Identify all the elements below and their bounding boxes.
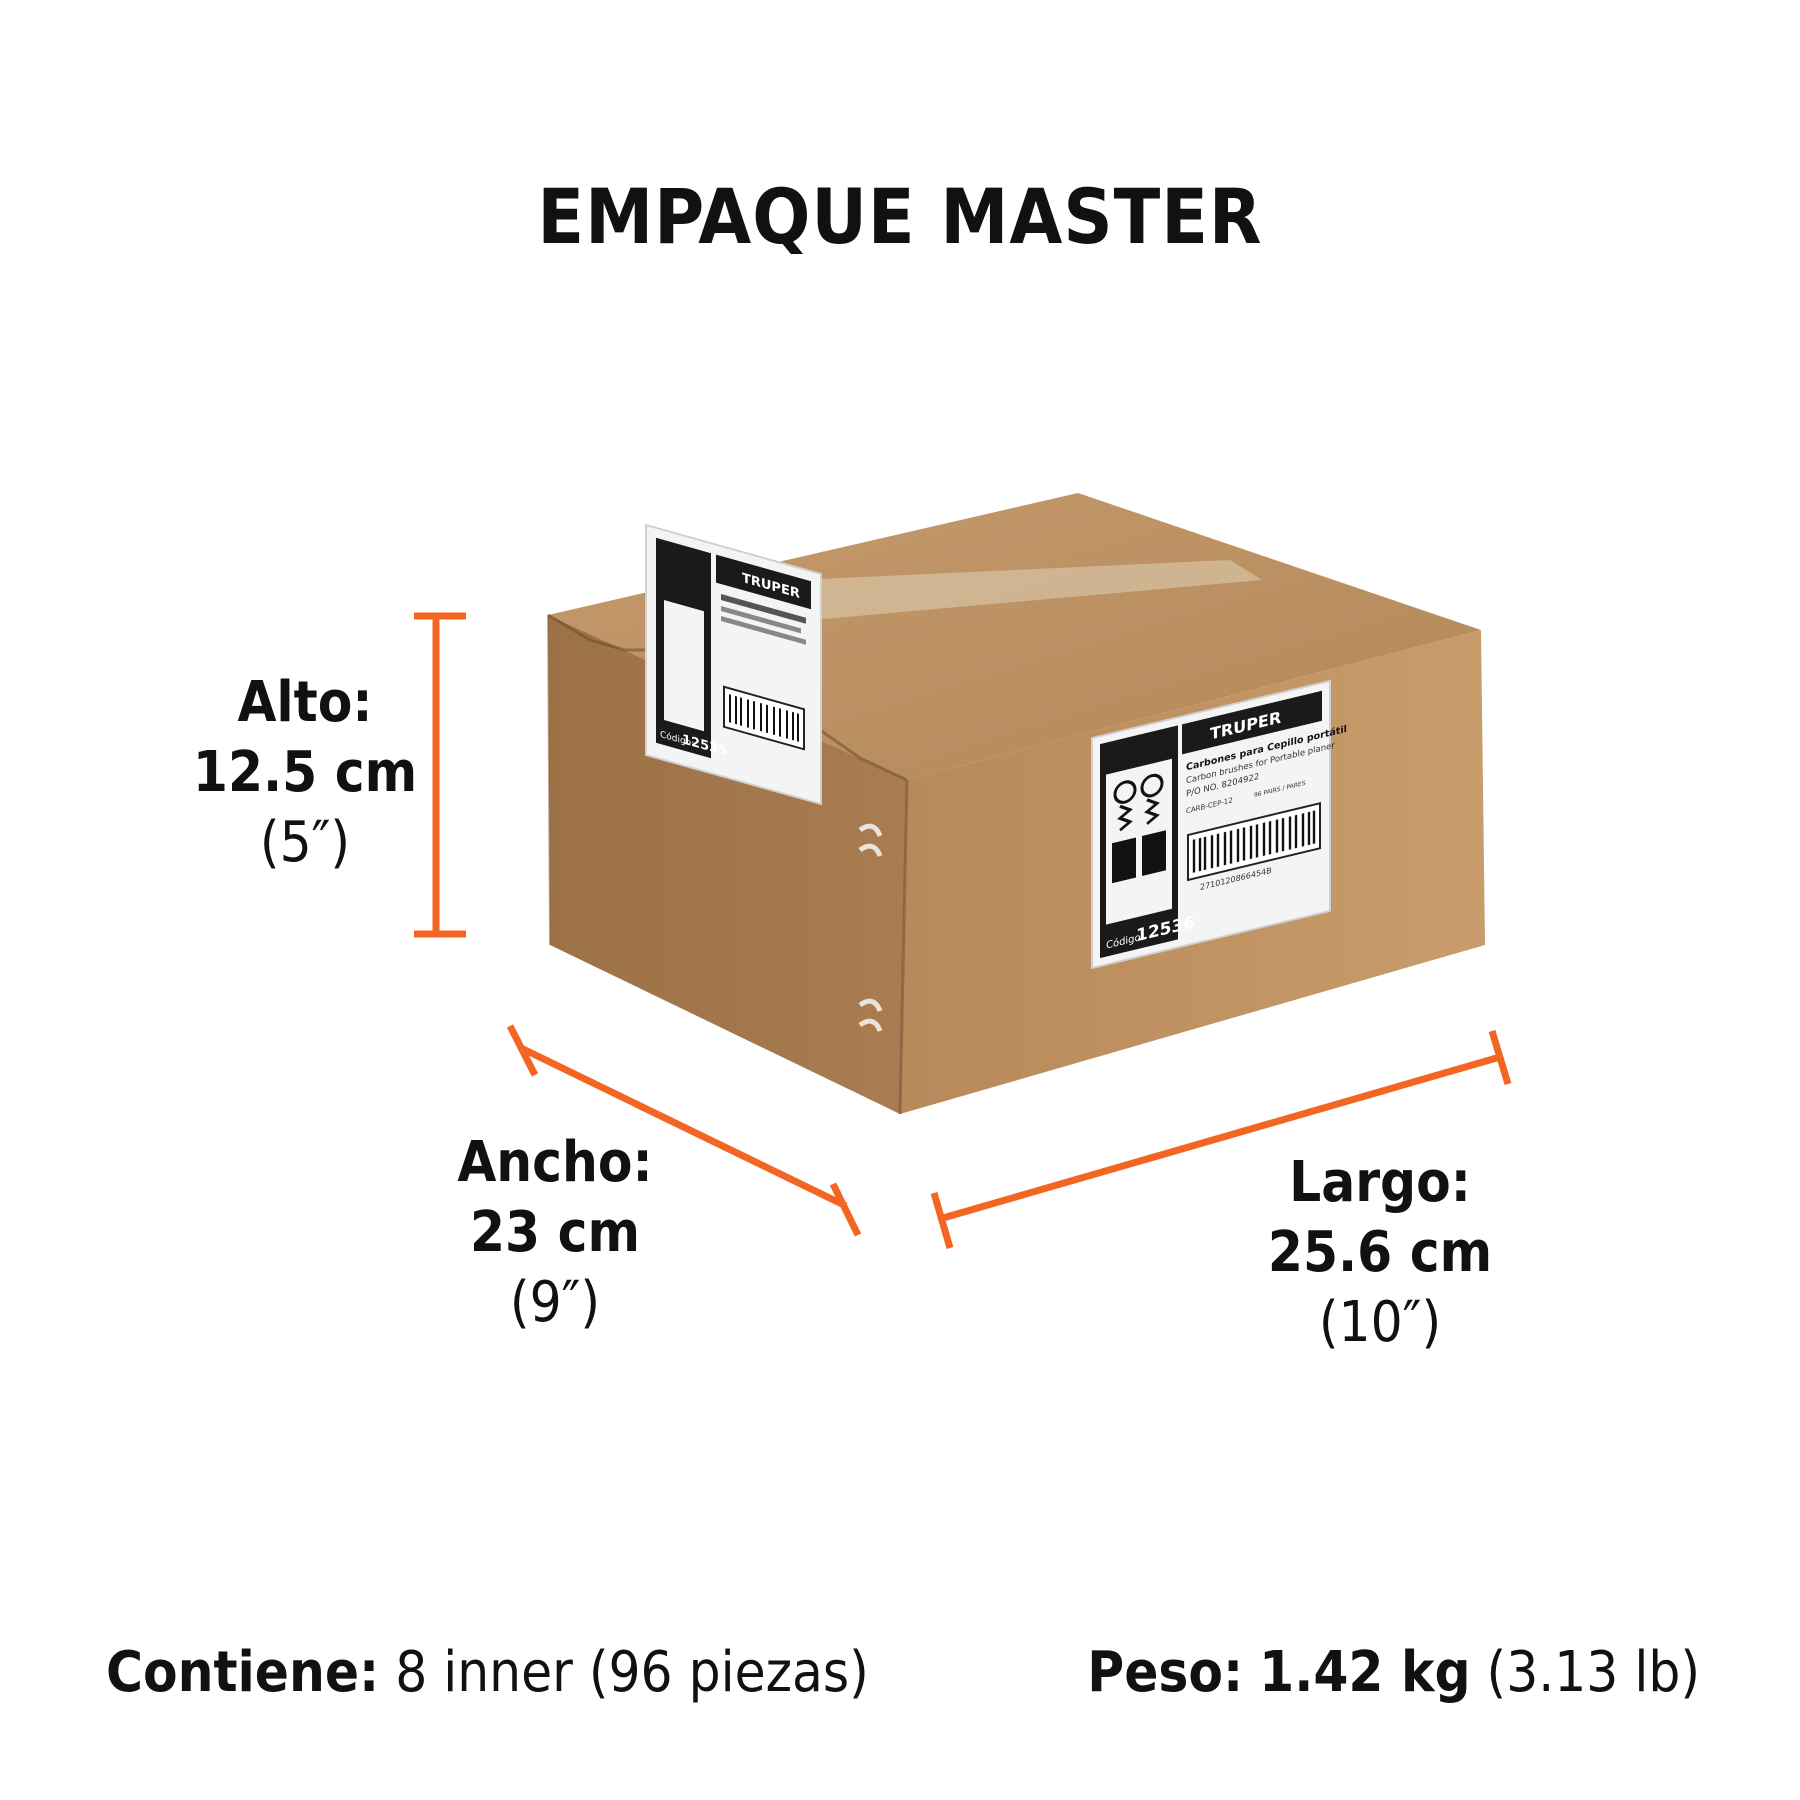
height-metric: 12.5 cm (192, 740, 418, 805)
box-label-front: TRUPER Carbones para Cepillo portátil Ca… (1091, 679, 1347, 970)
weight-info: Peso: 1.42 kg (3.13 lb) (1087, 1640, 1700, 1705)
weight-label: Peso: (1087, 1640, 1244, 1705)
staple-icon (858, 823, 883, 1032)
height-imperial: (5″) (259, 810, 351, 875)
height-dimension-line (414, 612, 466, 938)
width-metric: 23 cm (470, 1200, 640, 1265)
weight-imperial: (3.13 lb) (1486, 1640, 1700, 1705)
length-label: Largo: 25.6 cm (10″) (1230, 1148, 1530, 1358)
contents-value: 8 inner (96 piezas) (395, 1640, 869, 1705)
height-title: Alto: (237, 670, 373, 735)
length-metric: 25.6 cm (1267, 1220, 1493, 1285)
contents-label: Contiene: (106, 1640, 380, 1705)
width-imperial: (9″) (509, 1270, 601, 1335)
box-label-side: TRUPER Código: 12535 (645, 523, 822, 806)
height-label: Alto: 12.5 cm (5″) (170, 668, 440, 878)
weight-value: 1.42 kg (1259, 1640, 1471, 1705)
contents-info: Contiene: 8 inner (96 piezas) (106, 1640, 869, 1705)
length-imperial: (10″) (1318, 1290, 1442, 1355)
carbon-brush-icon (1113, 773, 1164, 832)
width-label: Ancho: 23 cm (9″) (420, 1128, 690, 1338)
length-dimension-line (930, 1029, 1512, 1249)
length-title: Largo: (1289, 1150, 1471, 1215)
width-dimension-line (506, 1024, 862, 1237)
width-title: Ancho: (457, 1130, 653, 1195)
page-title: EMPAQUE MASTER (537, 172, 1263, 261)
packing-tape (690, 560, 1262, 628)
